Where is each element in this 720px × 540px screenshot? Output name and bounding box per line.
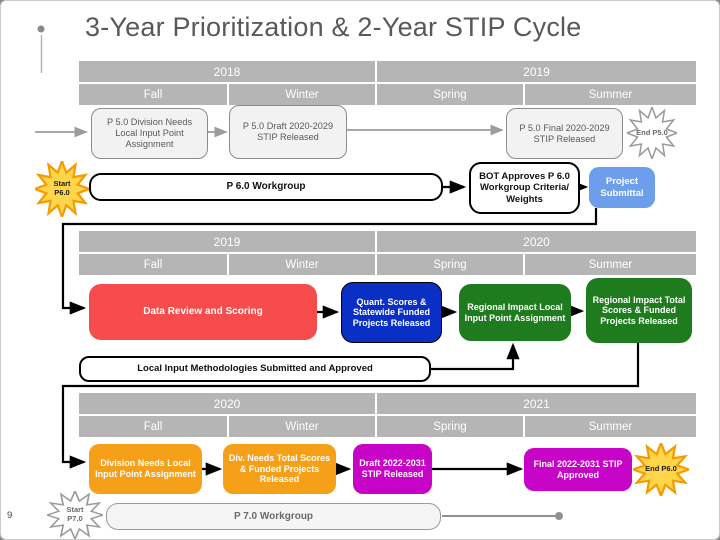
quant-scores-box: Quant. Scores & Statewide Funded Project… (341, 282, 442, 343)
page-number: 9 (7, 510, 13, 521)
star-burst-icon (35, 161, 89, 217)
band3-year-left: 2020 (79, 393, 375, 414)
band3-season-spring: Spring (377, 416, 523, 437)
band1-season-summer: Summer (525, 84, 696, 105)
connector-methodologies-to-regional (431, 342, 520, 371)
p6-workgroup-bar: P 6.0 Workgroup (89, 173, 443, 201)
band2-year-right: 2020 (377, 231, 696, 252)
band3-season-winter: Winter (229, 416, 375, 437)
band1-season-fall: Fall (79, 84, 227, 105)
band1-season-winter: Winter (229, 84, 375, 105)
p7-workgroup-bar: P 7.0 Workgroup (106, 503, 441, 530)
band2-year-left: 2019 (79, 231, 375, 252)
band2-season-summer: Summer (525, 254, 696, 275)
start-p7-label: Start P7.0 (66, 505, 84, 523)
star-burst-icon (633, 443, 689, 496)
start-p6-star: Start P6.0 (35, 161, 89, 217)
data-review-box: Data Review and Scoring (89, 284, 317, 340)
band2-season-spring: Spring (377, 254, 523, 275)
title-bullet (37, 25, 45, 33)
start-p7-star: Start P7.0 (47, 491, 103, 539)
band1-year-left: 2018 (79, 61, 375, 82)
band2-season-fall: Fall (79, 254, 227, 275)
regional-assignment-box: Regional Impact Local Input Point Assign… (459, 284, 571, 341)
band1-year-right: 2019 (377, 61, 696, 82)
project-submittal-box: Project Submittal (589, 167, 655, 208)
band3-year-right: 2021 (377, 393, 696, 414)
end-p6-label: End P6.0 (645, 464, 677, 474)
end-p6-star: End P6.0 (633, 443, 689, 496)
band3-season-summer: Summer (525, 416, 696, 437)
bot-approves-box: BOT Approves P 6.0 Workgroup Criteria/ W… (469, 162, 580, 214)
star-burst-icon (47, 491, 103, 539)
p5-division-needs-box: P 5.0 Division Needs Local Input Point A… (91, 108, 208, 159)
draft-2022-stip-box: Draft 2022-2031 STIP Released (353, 444, 432, 494)
p7-workgroup-end-dot (555, 512, 563, 520)
division-released-box: Div. Needs Total Scores & Funded Project… (223, 444, 336, 494)
final-2022-stip-box: Final 2022-2031 STIP Approved (524, 448, 632, 491)
band3-season-fall: Fall (79, 416, 227, 437)
methodologies-bar: Local Input Methodologies Submitted and … (79, 356, 431, 382)
slide-title: 3-Year Prioritization & 2-Year STIP Cycl… (85, 12, 582, 42)
regional-released-box: Regional Impact Total Scores & Funded Pr… (586, 278, 692, 343)
end-p5-label: End P5.0 (636, 127, 668, 137)
band1-season-spring: Spring (377, 84, 523, 105)
star-burst-icon (627, 107, 677, 159)
end-p5-star: End P5.0 (627, 107, 677, 159)
p5-final-stip-box: P 5.0 Final 2020-2029 STIP Released (506, 108, 623, 159)
start-p6-label: Start P6.0 (53, 179, 71, 197)
division-assignment-box: Division Needs Local Input Point Assignm… (89, 444, 202, 494)
p5-draft-stip-box: P 5.0 Draft 2020-2029 STIP Released (229, 105, 347, 159)
band2-season-winter: Winter (229, 254, 375, 275)
